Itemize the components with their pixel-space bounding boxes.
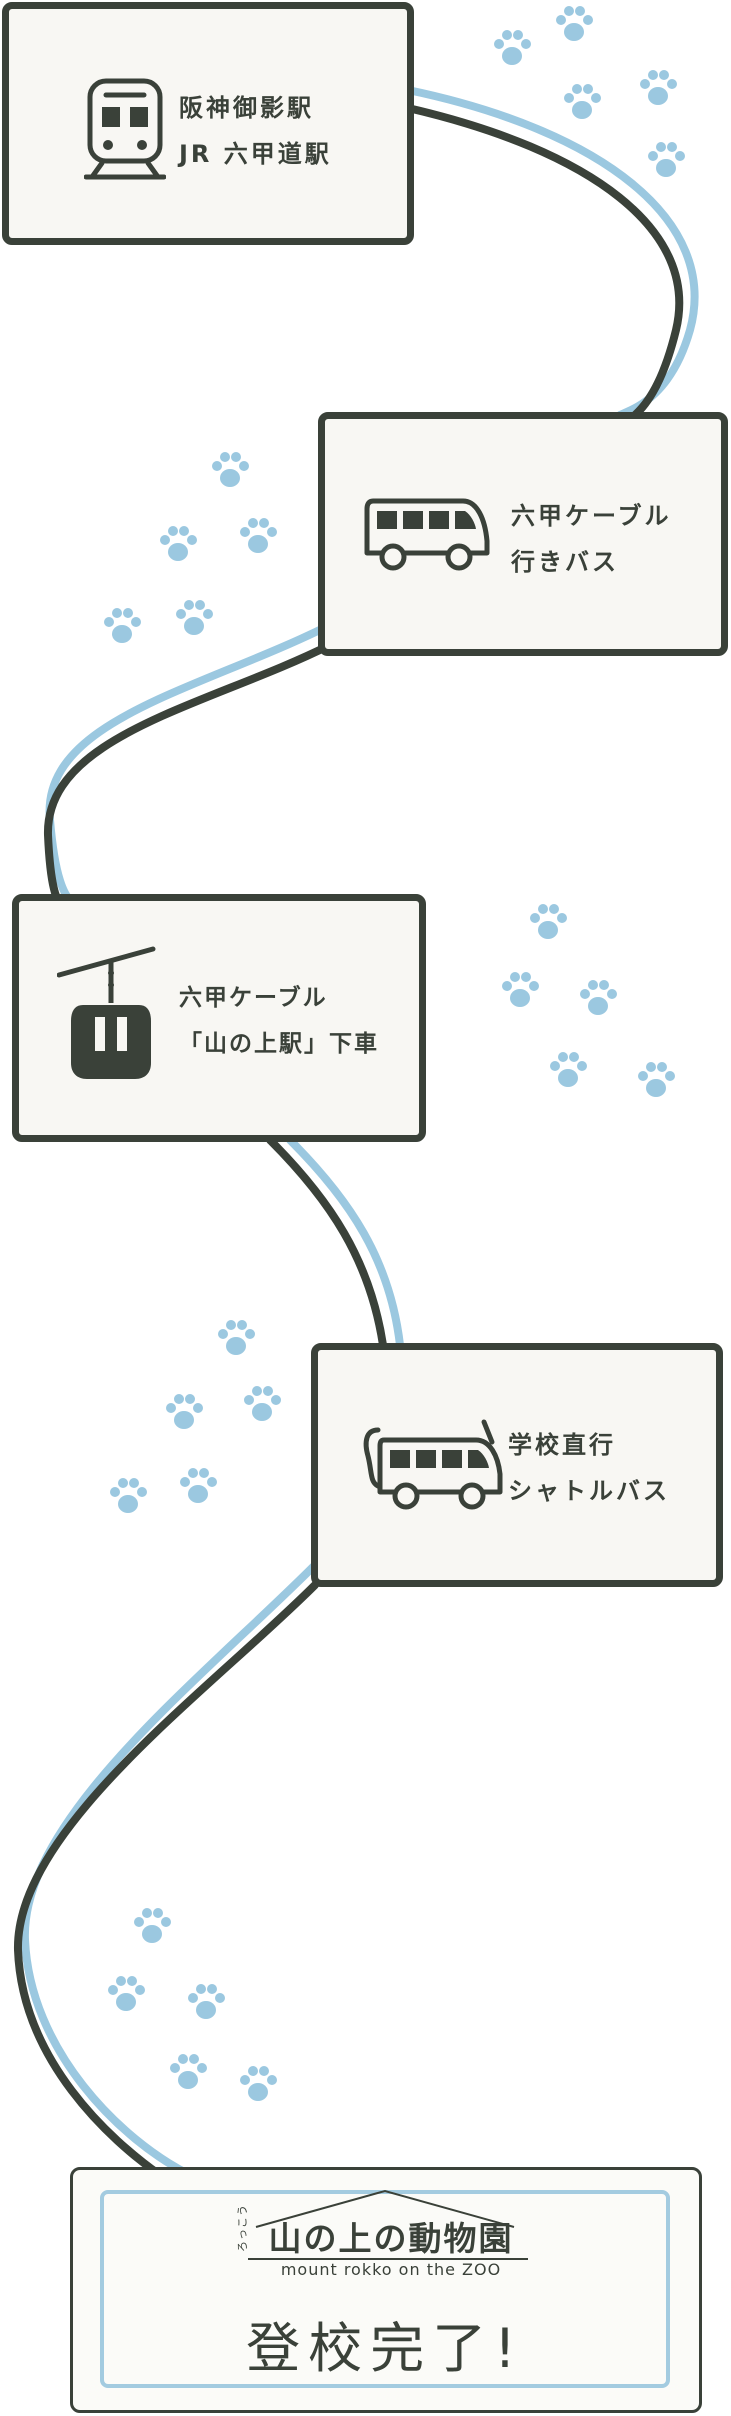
station-line-1: 阪神御影駅	[179, 94, 314, 122]
station-line-1: 学校直行	[508, 1431, 616, 1459]
paw-print-icon	[240, 2066, 277, 2101]
paw-print-icon	[104, 608, 141, 643]
paw-print-icon	[530, 904, 567, 939]
bus-icon	[364, 498, 490, 571]
paw-print-icon	[638, 1062, 675, 1097]
paw-print-icon	[212, 452, 249, 487]
paw-print-icon	[188, 1984, 225, 2019]
station-card-cable-car: 六甲ケーブル 「山の上駅」下車	[12, 894, 426, 1142]
paw-print-icon	[108, 1976, 145, 2011]
paw-print-icon	[244, 1386, 281, 1421]
goal-inner-frame: ろっこう 山の上の動物園 mount rokko on the ZOO 登校完了…	[100, 2189, 670, 2388]
paw-group-1	[478, 0, 708, 190]
paw-group-2	[96, 446, 277, 666]
paw-print-icon	[240, 518, 277, 553]
goal-title: 登校完了!	[246, 2317, 524, 2380]
station-card-train: 阪神御影駅 JR 六甲道駅	[2, 2, 414, 245]
paw-print-icon	[134, 1908, 171, 1943]
zoo-subtitle: mount rokko on the ZOO	[280, 2260, 502, 2279]
station-line-1: 六甲ケーブル	[511, 502, 672, 530]
station-line-2: 行きバス	[511, 548, 619, 576]
roof-icon	[255, 2189, 515, 2228]
paw-print-icon	[640, 70, 677, 105]
paw-print-icon	[166, 1394, 203, 1429]
station-line-2: 「山の上駅」下車	[179, 1031, 379, 1057]
paw-print-icon	[502, 972, 539, 1007]
paw-print-icon	[218, 1320, 255, 1355]
station-card-bus: 六甲ケーブル 行きバス	[318, 412, 728, 656]
paw-group-4	[100, 1314, 281, 1534]
paw-print-icon	[494, 30, 531, 65]
paw-print-icon	[170, 2054, 207, 2089]
station-card-shuttle-bus: 学校直行 シャトルバス	[311, 1343, 723, 1587]
paw-print-icon	[550, 1052, 587, 1087]
paw-print-icon	[564, 84, 601, 119]
shuttle-bus-icon	[363, 1419, 503, 1510]
paw-print-icon	[160, 526, 197, 561]
paw-print-icon	[556, 6, 593, 41]
paw-group-3	[496, 898, 696, 1118]
zoo-name: 山の上の動物園	[268, 2219, 514, 2258]
cable-car-icon	[57, 946, 156, 1079]
station-line-2: シャトルバス	[508, 1477, 670, 1505]
goal-card: ろっこう 山の上の動物園 mount rokko on the ZOO 登校完了…	[70, 2167, 702, 2413]
paw-print-icon	[180, 1468, 217, 1503]
paw-group-5	[100, 1902, 280, 2122]
station-line-2: JR 六甲道駅	[179, 140, 332, 168]
paw-print-icon	[580, 980, 617, 1015]
zoo-name-underline	[248, 2258, 528, 2260]
station-line-1: 六甲ケーブル	[179, 985, 328, 1011]
paw-print-icon	[648, 142, 685, 177]
paw-print-icon	[110, 1478, 147, 1513]
train-icon	[84, 78, 166, 180]
paw-print-icon	[176, 600, 213, 635]
